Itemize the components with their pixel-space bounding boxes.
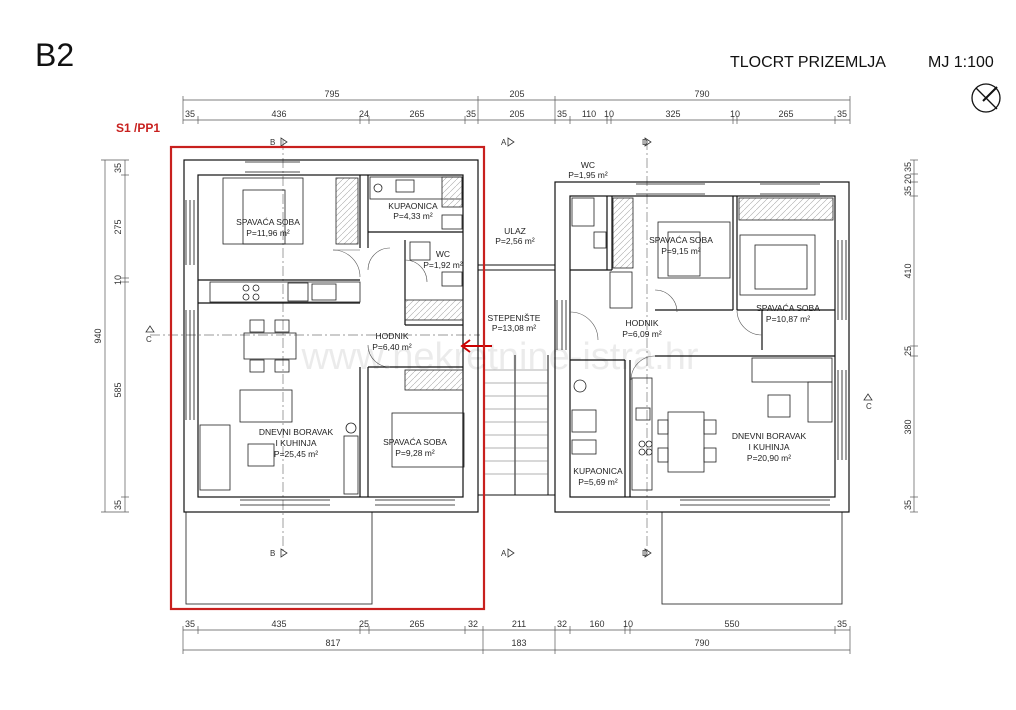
dim-top2-2: 24 [359, 109, 369, 119]
section-c-right: C [866, 402, 872, 411]
section-a-top: A [501, 138, 507, 147]
dim-left-total: 940 [93, 328, 103, 343]
dim-bot1-0: 35 [185, 619, 195, 629]
room-name: KUPAONICA [573, 466, 623, 476]
dim-right-6: 35 [903, 500, 913, 510]
dim-top2-12: 35 [837, 109, 847, 119]
dim-left-4: 35 [113, 500, 123, 510]
dim-bot1-1: 435 [271, 619, 286, 629]
room-name: I KUHINJA [748, 442, 789, 452]
dim-right-5: 380 [903, 419, 913, 434]
entrance-arrow-icon [460, 339, 492, 353]
right-apartment-walls [554, 181, 850, 513]
section-c-left: C [146, 335, 152, 344]
dim-bot1-7: 160 [589, 619, 604, 629]
dim-top2-7: 110 [582, 109, 596, 119]
room-name: WC [581, 160, 595, 170]
dim-top2-4: 35 [466, 109, 476, 119]
room-name: HODNIK [625, 318, 658, 328]
right-furniture [571, 197, 834, 491]
room-area: P=5,69 m² [578, 477, 618, 487]
north-arrow-icon [971, 83, 1001, 113]
dim-top1-0: 795 [324, 89, 339, 99]
watermark: www.nekretnine-istra.hr [300, 336, 698, 378]
dim-top2-11: 265 [778, 109, 793, 119]
room-area: P=25,45 m² [274, 449, 318, 459]
dim-top2-1: 436 [271, 109, 286, 119]
room-area: P=1,95 m² [568, 170, 608, 180]
left-apartment-walls [183, 159, 479, 513]
dim-left-3: 585 [113, 382, 123, 397]
room-name: KUPAONICA [388, 201, 438, 211]
room-area: P=9,15 m² [661, 246, 701, 256]
room-area: P=2,56 m² [495, 236, 535, 246]
section-a-bot: A [501, 549, 507, 558]
room-name: STEPENIŠTE [488, 313, 541, 323]
room-area: P=13,08 m² [492, 323, 536, 333]
room-name: DNEVNI BORAVAK [732, 431, 807, 441]
dim-top1-1: 205 [509, 89, 524, 99]
staircase [478, 264, 555, 496]
dim-bot2-2: 790 [694, 638, 709, 648]
dim-top2-8: 10 [604, 109, 614, 119]
plan-title: TLOCRT PRIZEMLJA [730, 54, 886, 71]
room-name: SPAVAĆA SOBA [236, 217, 300, 227]
dim-bot1-2: 25 [359, 619, 369, 629]
bottom-dimensions [182, 626, 851, 654]
room-area: P=6,09 m² [622, 329, 662, 339]
building-label: B2 [35, 37, 74, 73]
section-b-bot: B [270, 549, 275, 558]
dim-bot1-8: 10 [623, 619, 633, 629]
dim-top2-3: 265 [409, 109, 424, 119]
room-area: P=6,40 m² [372, 342, 412, 352]
room-area: P=4,33 m² [393, 211, 433, 221]
dim-right-2: 35 [903, 186, 913, 196]
dim-bot1-10: 35 [837, 619, 847, 629]
dim-top2-5: 205 [509, 109, 524, 119]
room-name: SPAVAĆA SOBA [649, 235, 713, 245]
plan-scale: MJ 1:100 [928, 54, 994, 71]
dim-top2-9: 325 [665, 109, 680, 119]
room-area: P=20,90 m² [747, 453, 791, 463]
room-name: SPAVAĆA SOBA [383, 437, 447, 447]
dim-bot2-1: 183 [511, 638, 526, 648]
room-name: SPAVAĆA SOBA [756, 303, 820, 313]
dim-right-4: 25 [903, 346, 913, 356]
dim-left-0: 35 [113, 163, 123, 173]
dim-left-1: 275 [113, 219, 123, 234]
dim-right-3: 410 [903, 263, 913, 278]
dim-bot1-6: 32 [557, 619, 567, 629]
room-name: I KUHINJA [275, 438, 316, 448]
section-b-top: B [270, 138, 275, 147]
dim-left-2: 10 [113, 275, 123, 285]
dim-bot2-0: 817 [325, 638, 340, 648]
room-area: P=9,28 m² [395, 448, 435, 458]
room-name: ULAZ [504, 226, 526, 236]
dim-bot1-3: 265 [409, 619, 424, 629]
room-area: P=11,96 m² [246, 228, 290, 238]
top-dimensions [182, 96, 851, 124]
dim-right-0: 35 [903, 162, 913, 172]
dim-top2-10: 10 [730, 109, 740, 119]
room-area: P=1,92 m² [423, 260, 463, 270]
room-name: WC [436, 249, 450, 259]
unit-label: S1 /PP1 [116, 121, 160, 135]
room-name: HODNIK [375, 331, 408, 341]
terrace-left [185, 511, 373, 605]
right-dimensions [910, 159, 918, 513]
dim-top2-0: 35 [185, 109, 195, 119]
dim-right-1: 20 [903, 174, 913, 184]
dim-bot1-4: 32 [468, 619, 478, 629]
room-name: DNEVNI BORAVAK [259, 427, 334, 437]
terrace-right [661, 511, 843, 605]
left-furniture [199, 176, 465, 495]
left-dimensions [101, 159, 129, 513]
dim-bot1-9: 550 [724, 619, 739, 629]
room-area: P=10,87 m² [766, 314, 810, 324]
dim-top1-2: 790 [694, 89, 709, 99]
dim-bot1-5: 211 [512, 619, 526, 629]
unit-outline [169, 145, 486, 611]
dim-top2-6: 35 [557, 109, 567, 119]
